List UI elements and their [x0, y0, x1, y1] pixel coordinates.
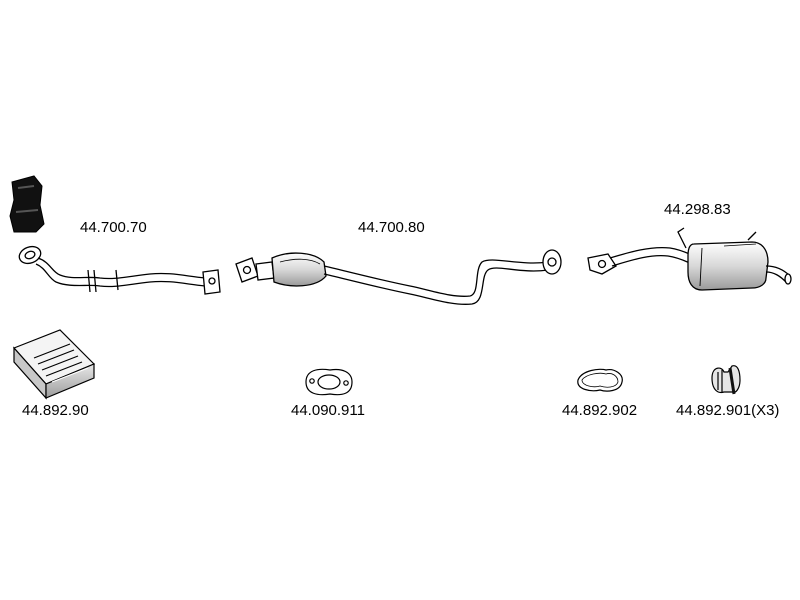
- part-number-rubber-hanger: 44.892.901(X3): [676, 402, 780, 419]
- part-number-center-silencer: 44.700.80: [358, 219, 425, 236]
- rubber-hanger-icon: [711, 365, 741, 395]
- part-number-oval-gasket: 44.090.911: [291, 402, 365, 419]
- part-number-mounting-kit: 44.892.90: [22, 402, 89, 419]
- part-number-front-pipe: 44.700.70: [80, 219, 147, 236]
- part-number-rear-silencer: 44.298.83: [664, 201, 731, 218]
- ring-gasket-icon: [577, 368, 623, 392]
- mounting-kit-box-icon: [12, 329, 96, 400]
- part-number-ring-gasket: 44.892.902: [562, 402, 638, 419]
- oval-gasket-icon: [305, 368, 353, 396]
- center-silencer-drawing: [235, 249, 562, 305]
- rear-silencer-drawing: [587, 227, 792, 291]
- rubber-mount-block-icon: [9, 175, 45, 233]
- front-pipe-drawing: [18, 245, 221, 295]
